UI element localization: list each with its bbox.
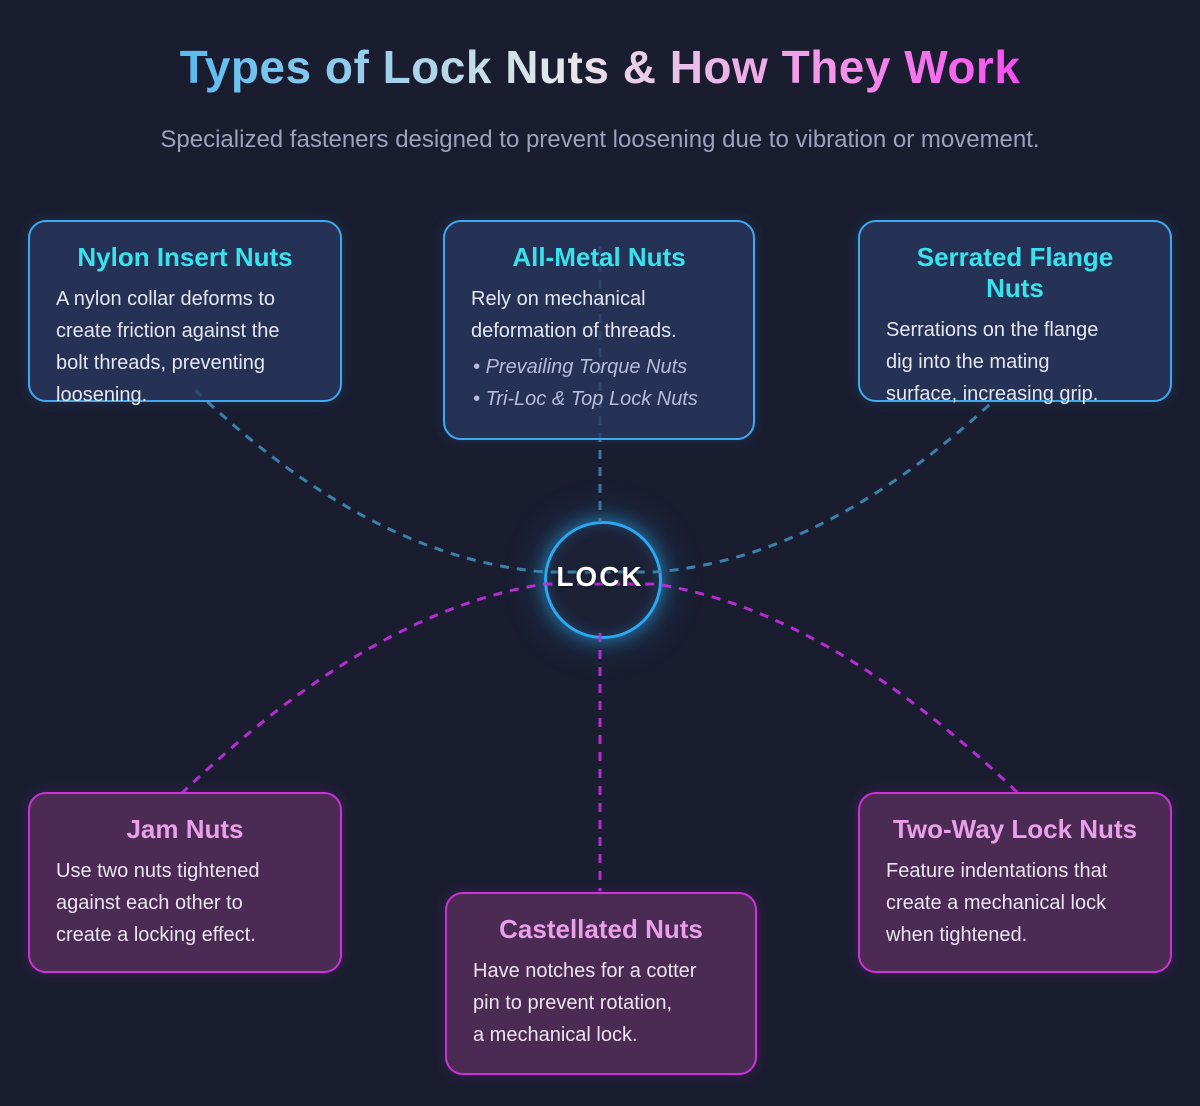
- bullet-list: Prevailing Torque Nuts Tri-Loc & Top Loc…: [471, 351, 727, 415]
- page-subtitle: Specialized fasteners designed to preven…: [160, 126, 1040, 153]
- card-all-metal-nuts: All-Metal Nuts Rely on mechanical deform…: [443, 220, 755, 440]
- bullet-item: Tri-Loc & Top Lock Nuts: [473, 383, 727, 415]
- page-title: Types of Lock Nuts & How They Work: [0, 40, 1200, 94]
- lock-hub-label: LOCK: [556, 561, 644, 592]
- bullet-item: Prevailing Torque Nuts: [473, 351, 727, 383]
- card-title: Nylon Insert Nuts: [77, 242, 293, 272]
- card-title: Jam Nuts: [126, 814, 244, 844]
- card-jam-nuts: Jam Nuts Use two nuts tightened against …: [28, 792, 342, 973]
- card-body: Use two nuts tightened against each othe…: [56, 860, 260, 946]
- card-body: Serrations on the flange dig into the ma…: [886, 319, 1099, 405]
- card-castellated-nuts: Castellated Nuts Have notches for a cott…: [445, 892, 757, 1075]
- card-title: All-Metal Nuts: [512, 242, 686, 272]
- card-body: Rely on mechanical deformation of thread…: [471, 288, 677, 342]
- card-body: Have notches for a cotter pin to prevent…: [473, 960, 697, 1046]
- card-serrated-flange-nuts: Serrated Flange Nuts Serrations on the f…: [858, 220, 1172, 405]
- card-title: Castellated Nuts: [499, 914, 703, 944]
- card-two-way-lock-nuts: Two-Way Lock Nuts Feature indentations t…: [858, 792, 1172, 973]
- card-title: Two-Way Lock Nuts: [892, 814, 1138, 844]
- card-nylon-insert-nuts: Nylon Insert Nuts A nylon collar deforms…: [28, 220, 342, 406]
- card-body: Feature indentations that create a mecha…: [886, 860, 1108, 946]
- card-title: Serrated Flange Nuts: [916, 242, 1114, 303]
- card-body: A nylon collar deforms to create frictio…: [56, 288, 280, 406]
